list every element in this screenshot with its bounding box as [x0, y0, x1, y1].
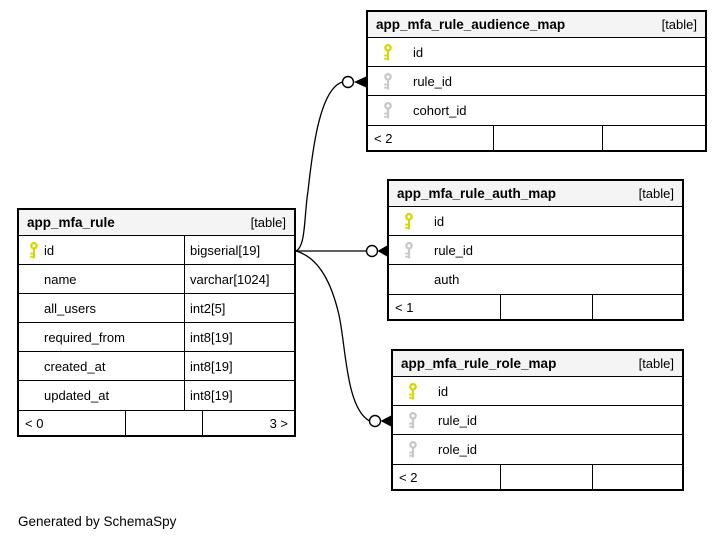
footer-middle-cell — [500, 465, 592, 489]
table-app-mfa-rule-auth-map: app_mfa_rule_auth_map [table] id rule_id… — [387, 179, 684, 321]
zero-or-many-circle-role — [368, 414, 382, 428]
table-header[interactable]: app_mfa_rule_role_map [table] — [393, 351, 682, 377]
column-name: updated_at — [44, 388, 110, 403]
column-name: rule_id — [438, 412, 478, 428]
primary-key-icon — [30, 241, 38, 258]
table-type-tag: [table] — [661, 17, 697, 32]
column-name: id — [434, 213, 445, 229]
footer-parents-count — [592, 295, 682, 319]
table-footer: < 1 — [389, 294, 682, 319]
table-title[interactable]: app_mfa_rule_audience_map — [376, 17, 566, 32]
table-footer: < 2 — [393, 464, 682, 489]
column-row-role-id: role_id — [393, 435, 682, 464]
column-name: rule_id — [413, 73, 453, 89]
column-name: created_at — [44, 358, 106, 374]
column-type: varchar[1024] — [190, 271, 270, 287]
table-footer: < 2 — [368, 125, 705, 150]
column-row-created-at: created_at int8[19] — [19, 352, 294, 381]
foreign-key-icon — [384, 72, 392, 89]
column-row-cohort-id: cohort_id — [368, 96, 705, 125]
column-row-id: id — [389, 207, 682, 236]
column-row-id: id — [368, 38, 705, 67]
zero-or-many-circle-auth — [365, 244, 379, 258]
footer-children-count: < 2 — [374, 130, 393, 146]
column-type: int8[19] — [190, 388, 233, 403]
footer-middle-cell — [493, 126, 602, 150]
edge-rule-to-role-map — [295, 250, 370, 422]
primary-key-icon — [405, 212, 413, 229]
table-type-tag: [table] — [250, 215, 286, 230]
column-type: int2[5] — [190, 300, 226, 316]
column-name: required_from — [44, 329, 125, 345]
footer-children-count: < 1 — [395, 299, 414, 315]
table-app-mfa-rule-audience-map: app_mfa_rule_audience_map [table] id rul… — [366, 10, 707, 152]
table-type-tag: [table] — [638, 186, 674, 201]
footer-parents-count — [602, 126, 705, 150]
foreign-key-icon — [409, 441, 417, 458]
table-header[interactable]: app_mfa_rule_auth_map [table] — [389, 181, 682, 207]
footer-parents-count: 3 > — [202, 411, 294, 435]
table-app-mfa-rule: app_mfa_rule [table] id bigserial[19] na… — [17, 208, 296, 437]
table-title[interactable]: app_mfa_rule — [27, 215, 115, 230]
foreign-key-icon — [409, 411, 417, 428]
column-name: id — [413, 44, 424, 60]
table-app-mfa-rule-role-map: app_mfa_rule_role_map [table] id rule_id… — [391, 349, 684, 491]
table-footer: < 0 3 > — [19, 410, 294, 435]
column-name: rule_id — [434, 242, 474, 258]
arrowhead-auth — [377, 245, 387, 257]
column-name: role_id — [438, 442, 478, 457]
table-type-tag: [table] — [638, 356, 674, 371]
column-type: bigserial[19] — [190, 242, 261, 258]
primary-key-icon — [409, 382, 417, 399]
column-name: id — [44, 242, 55, 258]
primary-key-icon — [384, 43, 392, 60]
column-row-rule-id: rule_id — [393, 406, 682, 435]
zero-or-many-circle-audience — [341, 75, 355, 89]
edge-rule-to-audience-map — [295, 81, 343, 252]
footer-parents-count — [592, 465, 682, 489]
column-row-all-users: all_users int2[5] — [19, 294, 294, 323]
column-row-auth: auth — [389, 265, 682, 294]
column-name: all_users — [44, 300, 97, 316]
column-name: cohort_id — [413, 103, 467, 118]
column-row-id: id — [393, 377, 682, 406]
table-header[interactable]: app_mfa_rule_audience_map [table] — [368, 12, 705, 38]
column-row-rule-id: rule_id — [368, 67, 705, 96]
column-type: int8[19] — [190, 329, 233, 345]
foreign-key-icon — [384, 102, 392, 119]
footer-children-count: < 0 — [25, 415, 44, 431]
column-row-id: id bigserial[19] — [19, 236, 294, 265]
arrowhead-role — [380, 415, 391, 427]
footer-middle-cell — [500, 295, 592, 319]
arrowhead-audience — [354, 76, 366, 88]
column-name: name — [44, 271, 77, 287]
footer-children-count: < 2 — [399, 469, 418, 485]
column-row-name: name varchar[1024] — [19, 265, 294, 294]
foreign-key-icon — [405, 241, 413, 258]
column-name: id — [438, 383, 449, 399]
column-row-rule-id: rule_id — [389, 236, 682, 265]
column-type: int8[19] — [190, 358, 233, 374]
column-name: auth — [434, 272, 460, 287]
table-title[interactable]: app_mfa_rule_auth_map — [397, 186, 557, 201]
generated-by-credit: Generated by SchemaSpy — [18, 514, 177, 529]
column-row-updated-at: updated_at int8[19] — [19, 381, 294, 410]
table-title[interactable]: app_mfa_rule_role_map — [401, 356, 557, 371]
column-row-required-from: required_from int8[19] — [19, 323, 294, 352]
footer-middle-cell — [125, 411, 202, 435]
table-header[interactable]: app_mfa_rule [table] — [19, 210, 294, 236]
